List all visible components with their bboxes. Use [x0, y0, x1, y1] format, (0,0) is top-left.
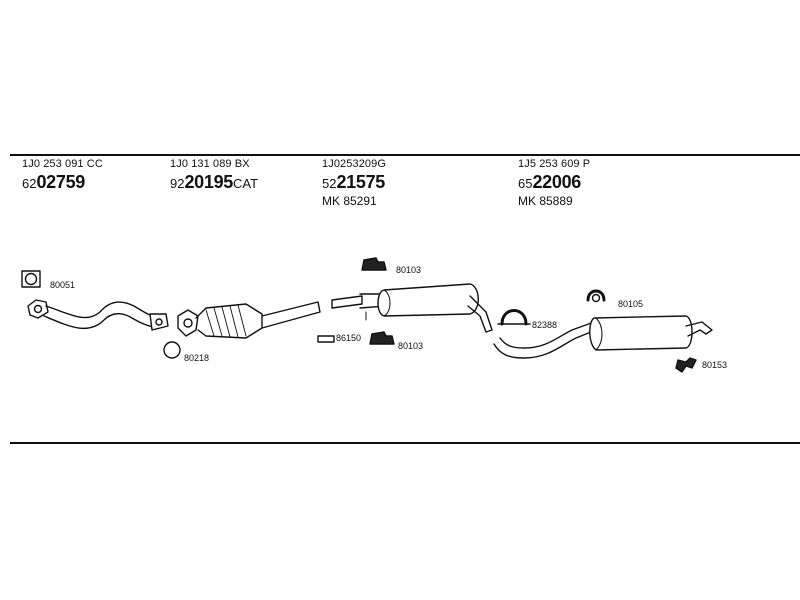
mount-kit-number: MK 85889 [518, 194, 573, 208]
accessory-label-80103-bottom: 80103 [398, 341, 424, 351]
part-middle-silencer: 1J0253209G 5221575 MK 85291 [322, 158, 386, 208]
hanger-80105-icon [586, 289, 606, 303]
ref-number: 5221575 [322, 172, 386, 193]
ref-prefix: 92 [170, 176, 185, 191]
front-pipe-icon [27, 299, 169, 331]
bottom-divider [10, 442, 800, 444]
ref-main: 20195 [184, 172, 234, 192]
ref-prefix: 52 [322, 176, 337, 191]
catalytic-converter-icon [177, 301, 321, 339]
ref-main: 02759 [36, 172, 86, 192]
accessory-label-80051: 80051 [50, 280, 76, 290]
ref-suffix: CAT [233, 176, 259, 191]
oem-number: 1J0 131 089 BX [170, 158, 250, 170]
accessory-label-82388: 82388 [532, 320, 558, 330]
oem-number: 1J5 253 609 P [518, 158, 591, 170]
part-catalytic-converter: 1J0 131 089 BX 9220195CAT [170, 158, 258, 193]
mount-kit-number: MK 85291 [322, 194, 377, 208]
ref-prefix: 65 [518, 176, 533, 191]
ref-number: 6202759 [22, 172, 103, 193]
gasket-80051-icon [21, 270, 41, 288]
rear-silencer-icon [493, 315, 713, 359]
hanger-80103-top-icon [361, 257, 387, 271]
part-front-pipe: 1J0 253 091 CC 6202759 [22, 158, 103, 193]
accessory-label-86150: 86150 [336, 333, 362, 343]
accessory-label-80103-top: 80103 [396, 265, 422, 275]
clip-80153-icon [675, 357, 697, 373]
clamp-82388-icon [497, 309, 531, 326]
oem-number: 1J0 253 091 CC [22, 158, 103, 170]
oem-number: 1J0253209G [322, 158, 386, 170]
ref-main: 21575 [336, 172, 386, 192]
ref-main: 22006 [532, 172, 582, 192]
accessory-label-80105: 80105 [618, 299, 644, 309]
part-rear-silencer: 1J5 253 609 P 6522006 MK 85889 [518, 158, 590, 208]
clamp-86150-icon [317, 335, 335, 343]
accessory-label-80218: 80218 [184, 353, 210, 363]
middle-silencer-icon [331, 283, 493, 333]
ref-prefix: 62 [22, 176, 37, 191]
top-divider [10, 154, 800, 156]
seal-ring-80218-icon [163, 341, 181, 359]
hanger-80103-bottom-icon [369, 331, 395, 345]
ref-number: 9220195CAT [170, 172, 258, 193]
accessory-label-80153: 80153 [702, 360, 728, 370]
ref-number: 6522006 [518, 172, 590, 193]
